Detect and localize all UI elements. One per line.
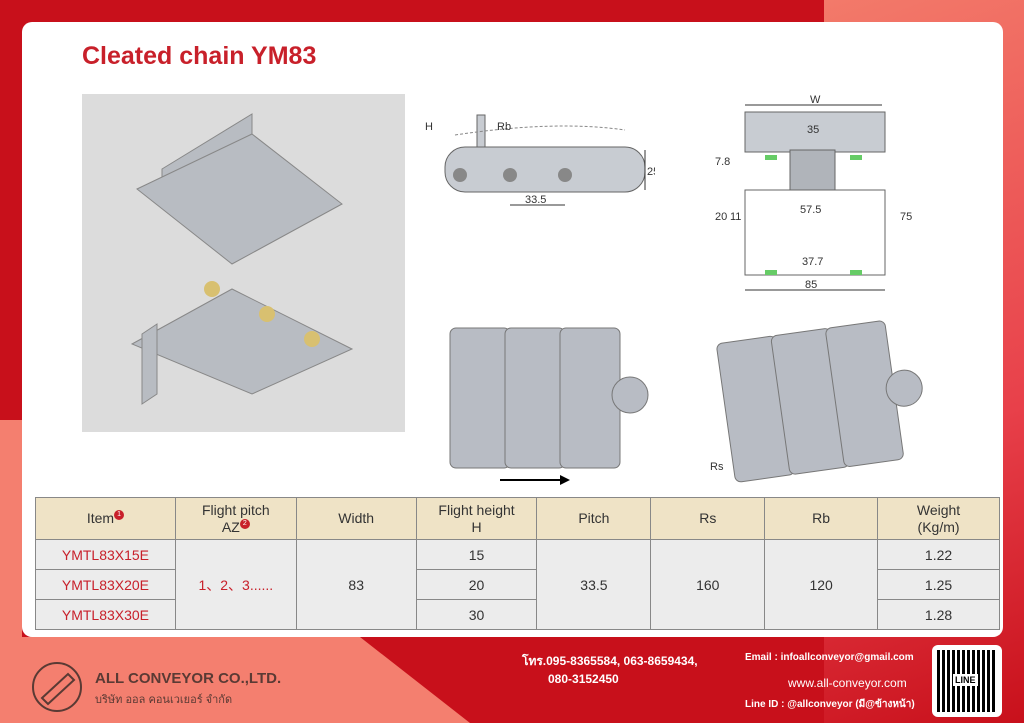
website-link[interactable]: www.all-conveyor.com bbox=[788, 676, 907, 690]
dim-h: H bbox=[425, 121, 433, 133]
front-view-drawing: W 35 7.8 25 20 11 57.5 75 37.7 85 bbox=[715, 95, 912, 291]
cell-pitch: 33.5 bbox=[536, 539, 652, 630]
dim-w: W bbox=[810, 95, 821, 106]
table-row: YMTL83X15E 1、2、3...... 83 15 33.5 160 12… bbox=[35, 539, 1000, 630]
cell-item: YMTL83X30E bbox=[35, 599, 176, 630]
dim-rs: Rs bbox=[710, 461, 724, 473]
dim-pitch: 33.5 bbox=[525, 194, 546, 206]
cell-height: 30 bbox=[415, 599, 538, 630]
cell-height: 20 bbox=[415, 569, 538, 600]
dim-11: 11 bbox=[730, 211, 741, 223]
header-pitch: Pitch bbox=[536, 497, 652, 540]
dim-35: 35 bbox=[807, 124, 819, 136]
cell-weight: 1.25 bbox=[877, 569, 1000, 600]
header-rs: Rs bbox=[650, 497, 766, 540]
cell-item: YMTL83X15E bbox=[35, 539, 176, 570]
cell-rb: 120 bbox=[764, 539, 879, 630]
dim-37-7: 37.7 bbox=[802, 256, 823, 268]
dim-rb: Rb bbox=[497, 121, 511, 133]
phone-number-2: 080-3152450 bbox=[548, 672, 619, 686]
top-view-drawings: Rs bbox=[449, 320, 923, 485]
cell-weight: 1.22 bbox=[877, 539, 1000, 570]
chain-render-image bbox=[130, 113, 354, 405]
header-weight: Weight(Kg/m) bbox=[877, 497, 1000, 540]
table-row: YMTL83X30E 30 1.28 bbox=[35, 599, 1000, 630]
cell-item: YMTL83X20E bbox=[35, 569, 176, 600]
qr-line-label: LINE bbox=[953, 674, 978, 686]
dim-57-5: 57.5 bbox=[800, 204, 821, 216]
cell-weight: 1.28 bbox=[877, 599, 1000, 630]
line-id: Line ID : @allconveyor (มี@ข้างหน้า) bbox=[745, 699, 915, 710]
line-qr-code[interactable]: LINE bbox=[932, 645, 1002, 717]
side-view-drawing: H Rb 25 33.5 bbox=[425, 114, 655, 206]
email-link[interactable]: Email : infoallconveyor@gmail.com bbox=[745, 652, 914, 663]
cell-height: 15 bbox=[415, 539, 538, 570]
header-rb: Rb bbox=[764, 497, 879, 540]
header-width: Width bbox=[295, 497, 417, 540]
cell-width: 83 bbox=[295, 539, 417, 630]
table-row: YMTL83X20E 20 1.25 bbox=[35, 569, 1000, 600]
company-logo-icon bbox=[32, 662, 82, 712]
dim-7-8: 7.8 bbox=[715, 156, 730, 168]
page-title: Cleated chain YM83 bbox=[82, 42, 317, 70]
company-name: ALL CONVEYOR CO.,LTD. bbox=[95, 670, 282, 687]
cell-flight-pitch: 1、2、3...... bbox=[174, 539, 297, 630]
cell-rs: 160 bbox=[650, 539, 766, 630]
dim-75: 75 bbox=[900, 211, 912, 223]
phone-numbers: โทร.095-8365584, 063-8659434, bbox=[522, 654, 698, 668]
dim-85: 85 bbox=[805, 279, 817, 291]
company-name-thai: บริษัท ออล คอนเวเยอร์ จำกัด bbox=[95, 694, 233, 706]
background-accent bbox=[0, 420, 22, 640]
product-photo bbox=[82, 94, 405, 432]
dim-height: 25 bbox=[647, 166, 655, 178]
dim-20: 20 bbox=[715, 211, 727, 223]
